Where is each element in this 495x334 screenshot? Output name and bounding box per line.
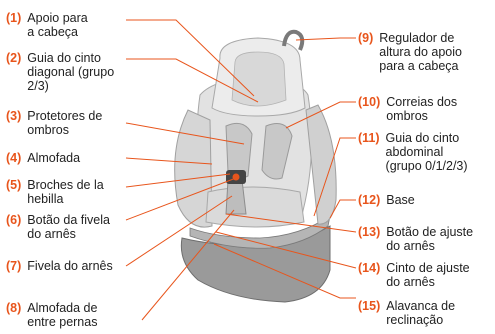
label-shoulder-straps: (10) Correias dos ombros xyxy=(358,95,458,123)
crotch-pad xyxy=(225,179,247,215)
leader-line-9 xyxy=(295,37,356,41)
label-harness-buckle: (7) Fivela do arnês xyxy=(6,259,113,273)
leader-line-13 xyxy=(225,213,357,233)
side-wing-right xyxy=(305,104,337,225)
leader-line-2 xyxy=(126,58,259,103)
label-headrest-height-adjuster: (9) Regulador de altura do apoio para a … xyxy=(358,31,462,73)
label-cushion: (4) Almofada xyxy=(6,151,81,165)
label-harness-buckle-button: (6) Botão da fivela do arnês xyxy=(6,213,110,241)
leader-line-8 xyxy=(141,209,235,321)
label-shoulder-protectors: (3) Protetores de ombros xyxy=(6,109,103,137)
label-buckle-tongues: (5) Broches de la hebilla xyxy=(6,178,104,206)
label-base: (12) Base xyxy=(358,193,415,207)
leader-line-3 xyxy=(125,122,245,145)
leader-line-14 xyxy=(215,231,357,269)
leader-line-10 xyxy=(285,101,356,129)
seat-cushion xyxy=(205,186,305,228)
leader-line-6 xyxy=(125,177,237,221)
leader-line-11 xyxy=(313,137,356,217)
leader-line-4 xyxy=(125,157,213,165)
label-diagonal-belt-guide: (2) Guia do cinto diagonal (grupo 2/3) xyxy=(6,51,115,93)
label-lap-belt-guide: (11) Guia do cinto abdominal (grupo 0/1/… xyxy=(358,131,468,173)
label-recline-lever: (15) Alavanca de reclinação xyxy=(358,299,456,327)
headrest-inner xyxy=(231,51,287,107)
leader-line-15 xyxy=(213,243,356,299)
leader-line-7 xyxy=(125,195,233,267)
shoulder-pad-right xyxy=(261,123,293,180)
headrest-handle xyxy=(282,29,305,51)
label-harness-adjust-strap: (14) Cinto de ajuste do arnês xyxy=(358,261,470,289)
leader-line-5 xyxy=(125,173,231,188)
leader-line-1 xyxy=(126,19,255,97)
label-headrest: (1) Apoio para a cabeça xyxy=(6,11,88,39)
label-crotch-pad: (8) Almofada de entre pernas xyxy=(6,301,98,329)
label-harness-adjust-button: (13) Botão de ajuste do arnês xyxy=(358,225,474,253)
leader-lines xyxy=(125,19,357,321)
leader-line-12 xyxy=(329,199,356,219)
